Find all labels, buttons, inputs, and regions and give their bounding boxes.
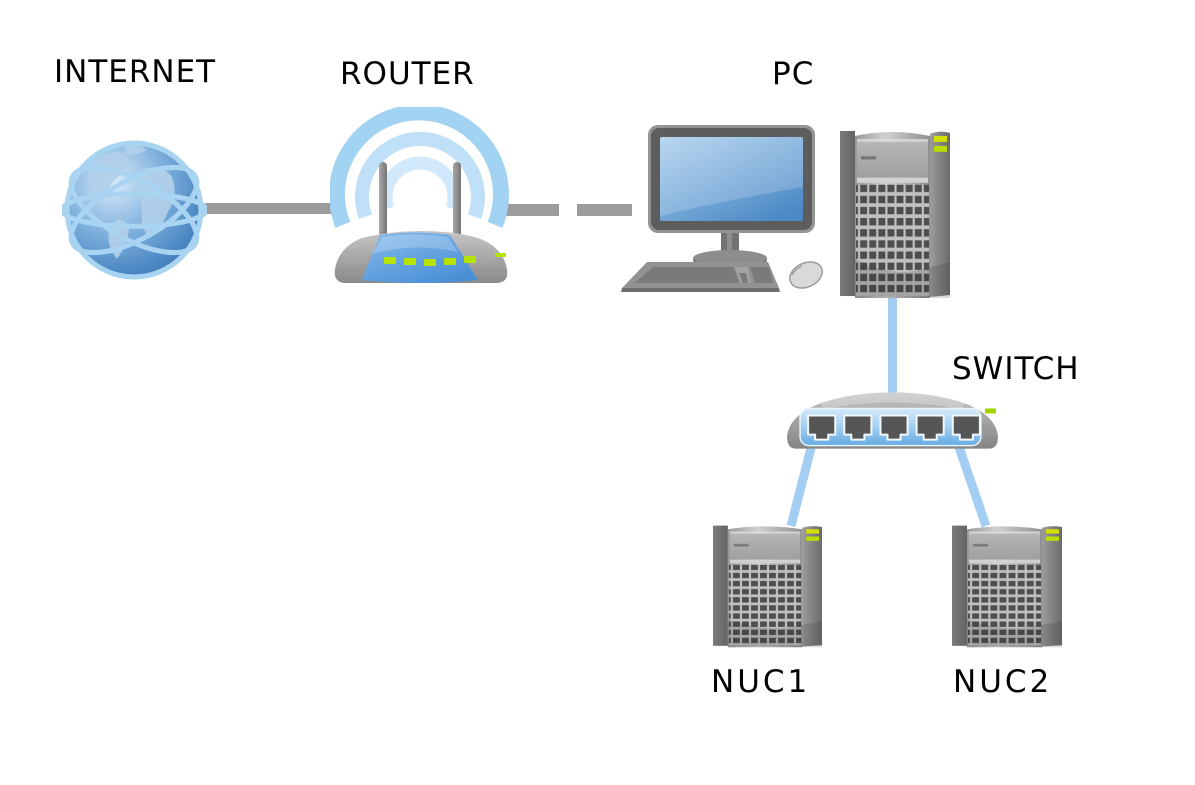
node-nuc2 (952, 522, 1062, 648)
keyboard (621, 262, 780, 292)
switch-ports (807, 414, 981, 441)
node-internet-label: INTERNET (54, 54, 217, 90)
switch-led (984, 408, 996, 414)
monitor-screen (660, 137, 803, 221)
router-antenna-right (453, 162, 461, 242)
node-switch (786, 389, 999, 450)
node-pc-tower (840, 126, 950, 299)
link-internet-router (205, 203, 338, 214)
ethernet-switch-icon (787, 392, 998, 449)
desktop-computer-icon (621, 125, 823, 292)
wifi-wave-inner (379, 156, 461, 211)
router-leds (384, 253, 506, 266)
mouse (789, 261, 823, 289)
globe-icon (62, 140, 207, 280)
node-internet (62, 123, 207, 297)
server-tower-icon (840, 130, 950, 299)
node-nuc1-label: NUC1 (711, 664, 811, 700)
server-tower-icon (952, 525, 1062, 648)
router-antenna-left (379, 162, 387, 242)
node-switch-label: SWITCH (952, 351, 1080, 387)
node-nuc1 (713, 522, 822, 648)
link-switch-nuc1 (786, 442, 817, 528)
node-nuc2-label: NUC2 (953, 664, 1053, 700)
wifi-router-icon (330, 107, 509, 283)
wifi-wave-outer (330, 107, 509, 228)
node-router-label: ROUTER (340, 56, 475, 92)
wifi-wave-middle (355, 131, 485, 220)
node-pc (613, 121, 825, 293)
link-switch-nuc2 (953, 442, 991, 528)
node-router (330, 107, 515, 287)
server-tower-icon (713, 525, 822, 648)
node-pc-label: PC (772, 56, 815, 92)
